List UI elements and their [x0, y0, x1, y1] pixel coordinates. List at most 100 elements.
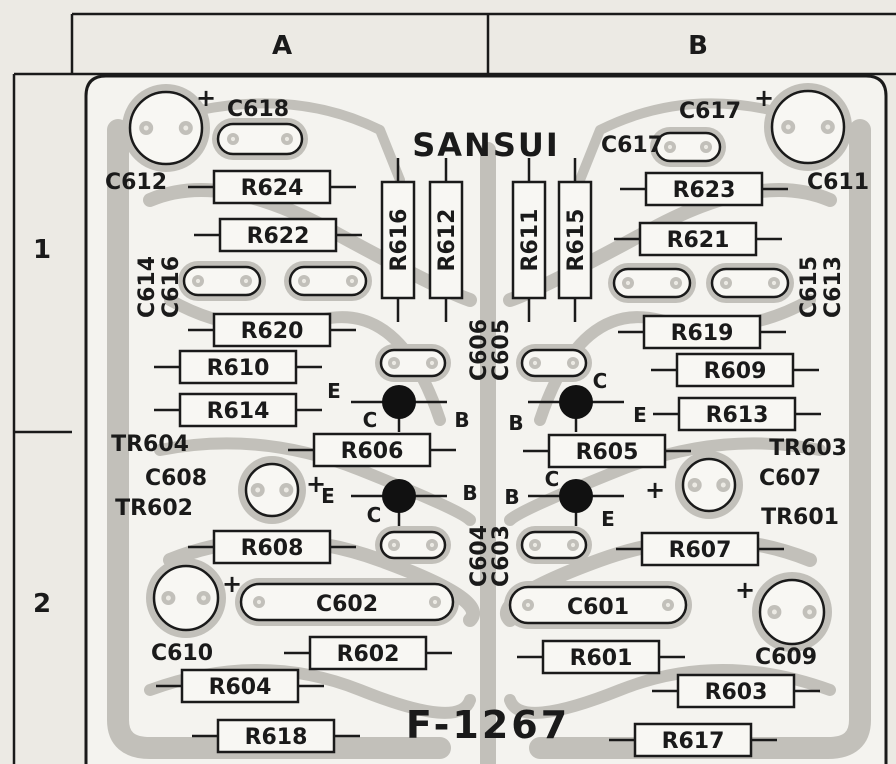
resistor-body — [638, 221, 758, 257]
resistor-r617-19: R617 — [609, 722, 777, 758]
resistor-label: R603 — [705, 680, 768, 705]
capacitor-label-c610: C610 — [151, 641, 213, 666]
pin-label-emitter: E — [601, 507, 615, 531]
film-capacitor-6 — [375, 344, 451, 382]
resistor-label: R615 — [564, 209, 589, 272]
resistor-body — [642, 314, 762, 350]
capacitor-label-c617-small: C617 — [601, 133, 663, 158]
capacitor-label-c606: C606 — [467, 319, 492, 381]
resistor-r621-11: R621 — [614, 221, 782, 257]
capacitor-body — [182, 265, 262, 297]
electrolytic-capacitor-3: + — [645, 451, 743, 519]
resistor-label: R613 — [706, 403, 769, 428]
brand-label: SANSUI — [412, 126, 560, 164]
capacitor-label-c602: C602 — [316, 592, 378, 617]
resistor-label: R607 — [669, 538, 732, 563]
resistor-r616-20: R616 — [380, 158, 416, 322]
electrolytic-capacitor-2: + — [238, 456, 326, 524]
capacitor-label-c615: C615 — [797, 256, 822, 318]
capacitor-label-c605: C605 — [489, 319, 514, 381]
capacitor-body — [216, 122, 304, 156]
resistor-label: R605 — [576, 440, 639, 465]
film-capacitor-0 — [212, 118, 308, 160]
electrolytic-capacitor-4: + — [146, 558, 242, 638]
film-capacitor-5 — [706, 263, 794, 303]
resistor-body — [218, 217, 338, 253]
resistor-body — [212, 312, 332, 348]
resistor-body — [216, 718, 336, 754]
film-capacitor-9 — [516, 526, 592, 564]
capacitor-body — [681, 457, 737, 513]
resistor-body — [676, 673, 796, 709]
pin-label-base: B — [504, 485, 519, 509]
resistor-r623-10: R623 — [620, 171, 788, 207]
electrolytic-capacitor-1: + — [754, 83, 852, 171]
resistor-r605-15: R605 — [523, 433, 691, 469]
film-capacitor-1 — [650, 127, 726, 167]
resistor-body — [640, 531, 760, 567]
capacitor-body — [508, 585, 688, 625]
capacitor-label-c607: C607 — [759, 466, 821, 491]
film-capacitor-7 — [516, 344, 592, 382]
transistor-label-tr603: TR603 — [769, 436, 847, 461]
pin-label-emitter: E — [327, 379, 341, 403]
pin-label-collector: C — [367, 503, 382, 527]
capacitor-body — [152, 564, 220, 632]
resistor-r618-9: R618 — [192, 718, 360, 754]
resistor-r614-4: R614 — [154, 392, 322, 428]
resistor-label: R616 — [387, 209, 412, 272]
pin-label-collector: C — [545, 467, 560, 491]
capacitor-body — [244, 462, 300, 518]
resistor-label: R620 — [241, 319, 304, 344]
resistor-group: R624R622R620R610R614R606R608R602R604R618… — [154, 158, 821, 758]
resistor-label: R606 — [341, 439, 404, 464]
transistor-1: CEB — [508, 369, 646, 435]
resistor-body — [633, 722, 753, 758]
resistor-body — [677, 396, 797, 432]
resistor-label: R619 — [671, 321, 734, 346]
capacitor-body — [770, 89, 846, 165]
resistor-r607-16: R607 — [616, 531, 784, 567]
resistor-r604-8: R604 — [156, 668, 324, 704]
row-label-2: 2 — [33, 589, 51, 619]
resistor-body — [380, 180, 416, 300]
pin-label-collector: C — [363, 408, 378, 432]
pin-label-emitter: E — [321, 484, 335, 508]
capacitor-body — [612, 267, 692, 299]
pin-label-emitter: E — [633, 403, 647, 427]
resistor-body — [312, 432, 432, 468]
resistor-r612-21: R612 — [428, 158, 464, 322]
resistor-r622-1: R622 — [194, 217, 362, 253]
capacitor-body — [710, 267, 790, 299]
capacitor-label-c614: C614 — [135, 256, 160, 318]
resistor-r620-2: R620 — [188, 312, 356, 348]
resistor-body — [547, 433, 667, 469]
polarity-plus-mark: + — [645, 476, 665, 504]
pin-label-collector: C — [593, 369, 608, 393]
capacitor-label-c613: C613 — [821, 256, 846, 318]
resistor-body — [557, 180, 593, 300]
column-label-b: B — [688, 31, 708, 61]
resistor-label: R621 — [667, 228, 730, 253]
resistor-label: R610 — [207, 356, 270, 381]
capacitor-label-c612: C612 — [105, 170, 167, 195]
pin-label-base: B — [454, 408, 469, 432]
grid-frame — [12, 12, 896, 764]
transistor-label-tr602: TR602 — [115, 496, 193, 521]
resistor-label: R612 — [435, 209, 460, 272]
film-capacitor-10 — [235, 578, 459, 626]
resistor-label: R602 — [337, 642, 400, 667]
row-label-1: 1 — [33, 235, 51, 265]
resistor-body — [212, 169, 332, 205]
resistor-body — [178, 392, 298, 428]
electrolytic-capacitor-5: + — [735, 572, 832, 652]
resistor-r606-5: R606 — [288, 432, 456, 468]
polarity-plus-mark: + — [735, 576, 755, 604]
capacitor-label-c617: C617 — [679, 99, 741, 124]
transistor-body — [559, 479, 593, 513]
resistor-r611-22: R611 — [511, 158, 547, 322]
